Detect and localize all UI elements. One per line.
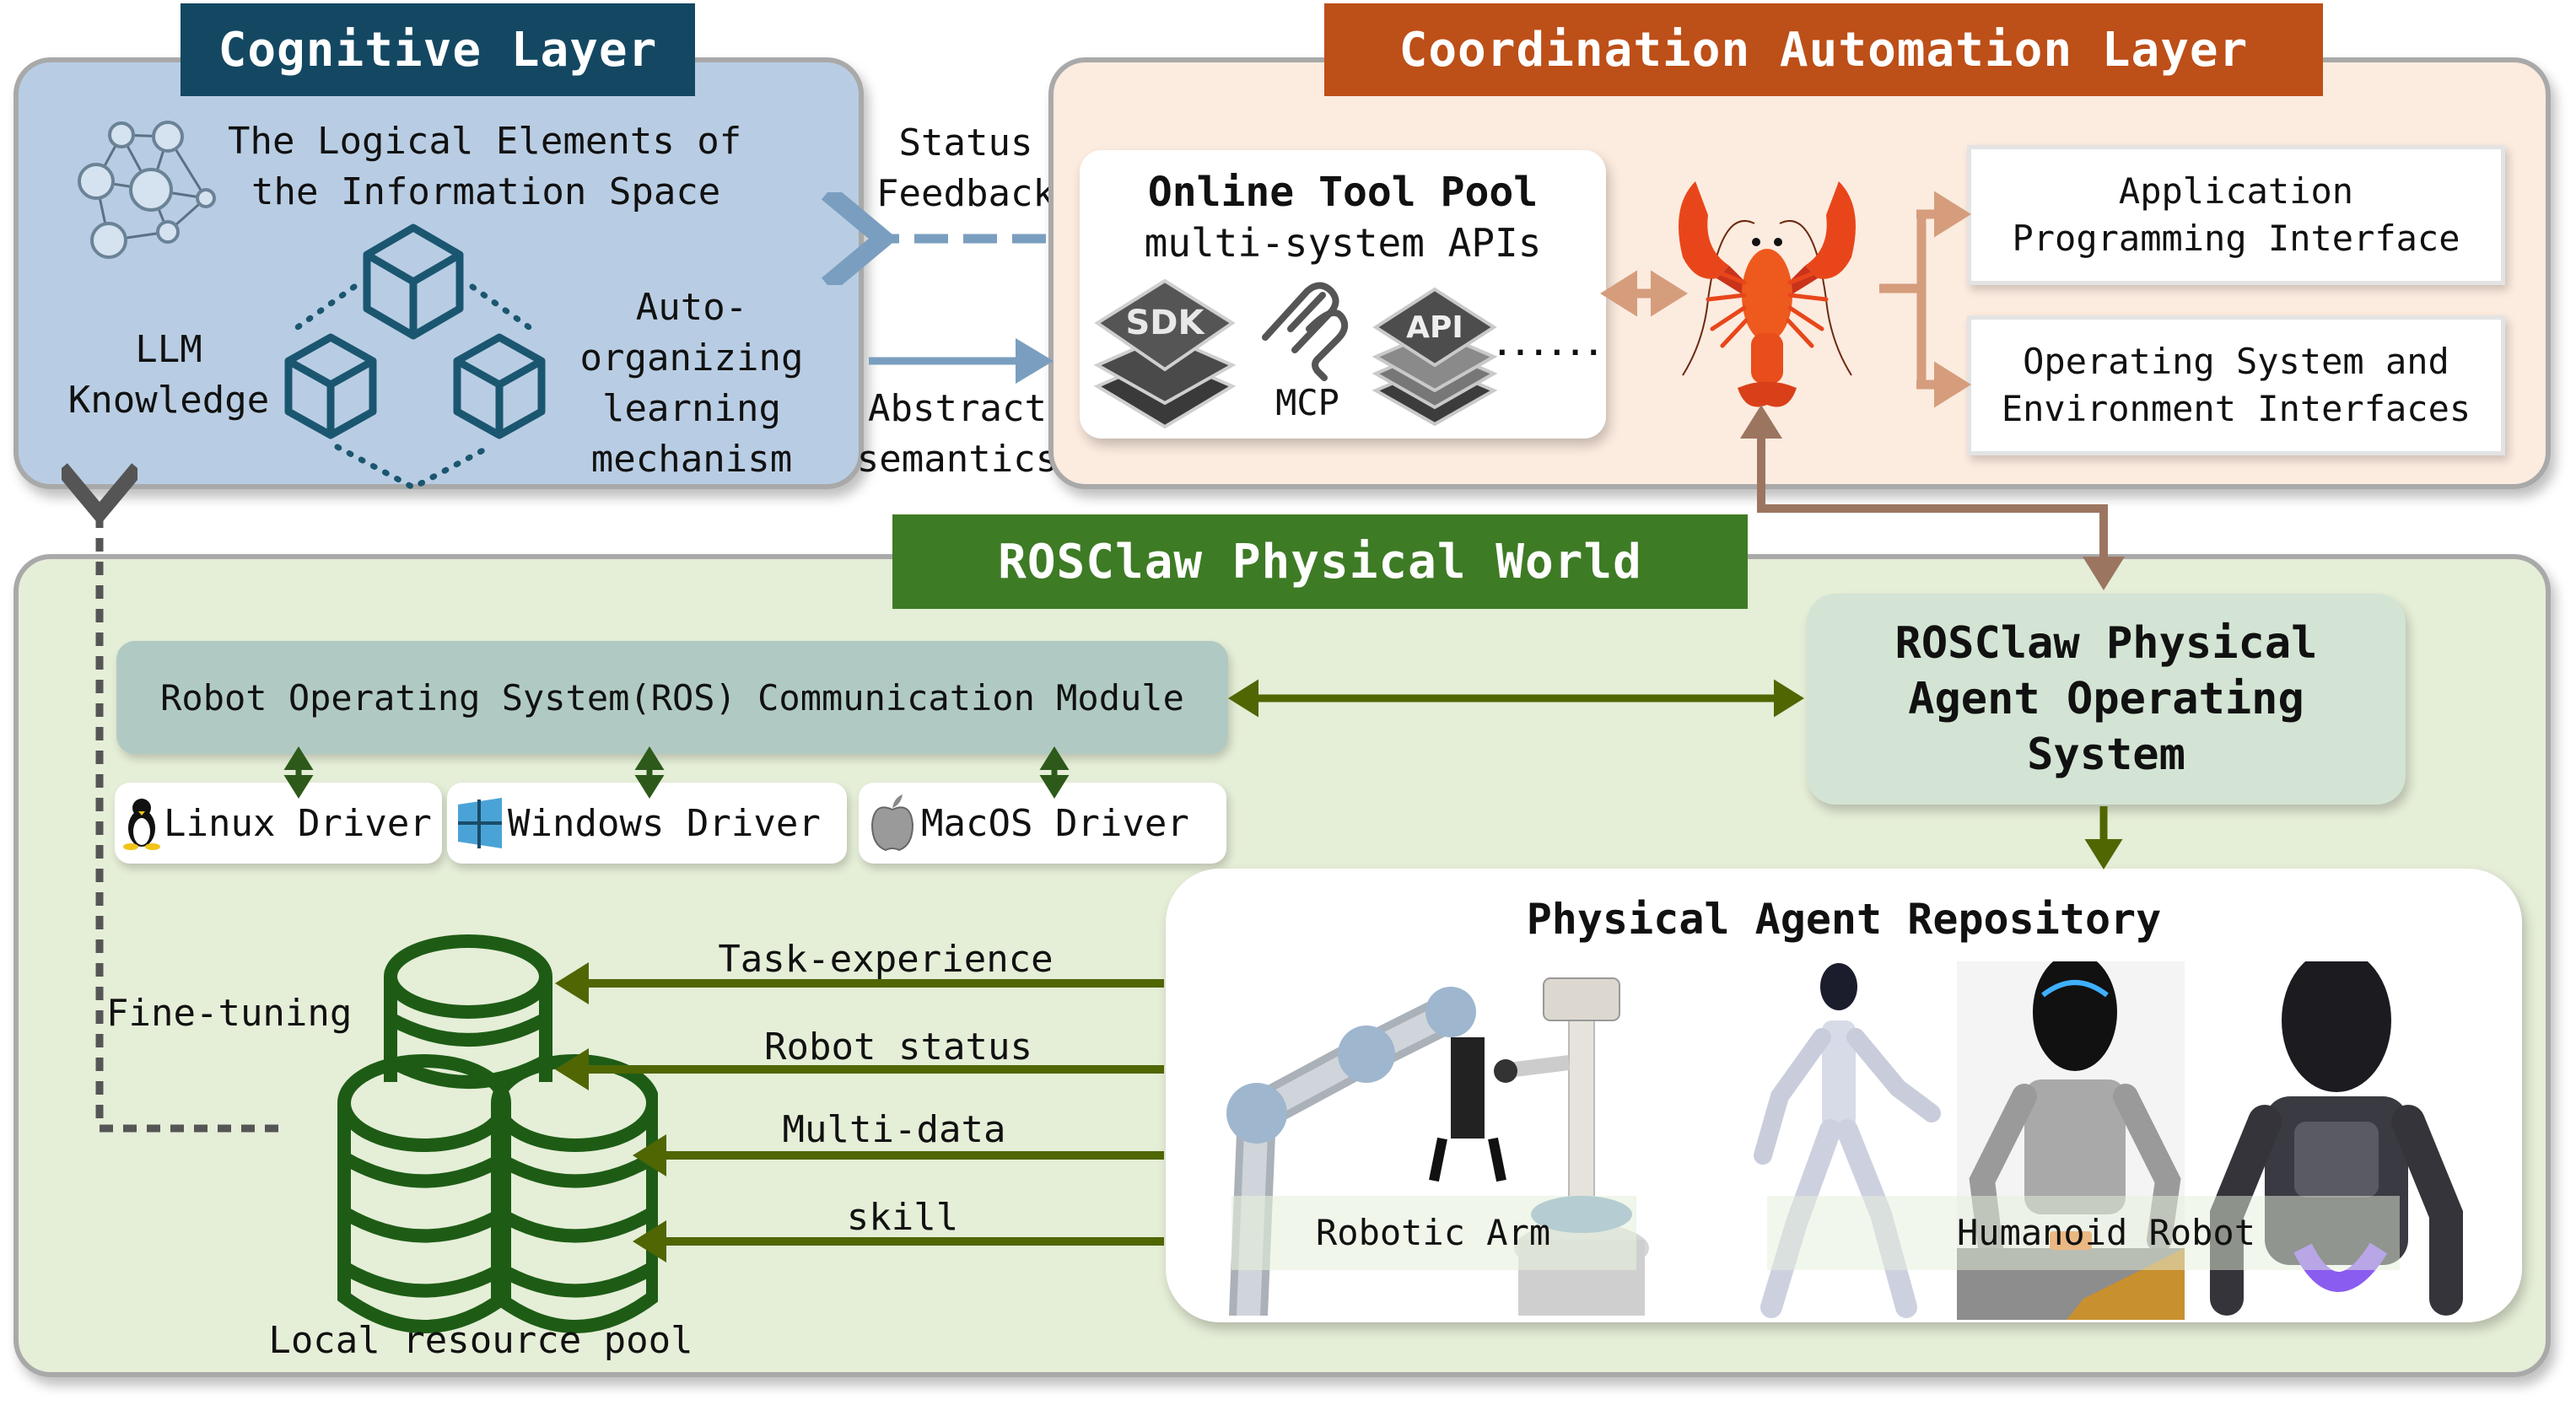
network-graph-icon [78, 121, 216, 259]
cube-cluster-icon [284, 223, 546, 489]
auto-organizing-label: Auto- organizing learning mechanism [579, 286, 804, 481]
humanoid-robot-label: Humanoid Robot [1957, 1212, 2256, 1253]
flow-label-task-experience: Task-experience [718, 938, 1054, 981]
ros-module-label: Robot Operating System(ROS) Communicatio… [160, 676, 1184, 719]
linux-driver: Linux Driver [115, 783, 442, 864]
physical-world-header: ROSClaw Physical World [892, 514, 1748, 609]
lobster-icon [1679, 181, 1856, 407]
windows-logo-icon [454, 793, 506, 853]
mcp-icon [1262, 282, 1349, 381]
mcp-label: MCP [1275, 382, 1339, 423]
status-feedback-label: Status Feedback [876, 121, 1055, 215]
windows-driver: Windows Driver [447, 783, 847, 864]
robotic-arm-label-band [1231, 1196, 1636, 1270]
more-tools-ellipsis: ...... [1493, 328, 1603, 363]
humanoid-label-band [1767, 1196, 2400, 1270]
cognitive-layer-header: Cognitive Layer [181, 3, 695, 96]
local-resource-pool-icon [337, 934, 658, 1333]
robotic-arm-label: Robotic Arm [1316, 1212, 1551, 1253]
linux-penguin-icon [121, 793, 162, 853]
os-environment-interface-box: Operating System and Environment Interfa… [1967, 315, 2505, 455]
apple-logo-icon [865, 793, 919, 853]
coordination-layer-header: Coordination Automation Layer [1324, 3, 2323, 96]
agent-operating-system-box: ROSClaw Physical Agent Operating System [1807, 594, 2406, 805]
api-text: API [1406, 310, 1463, 345]
macos-driver: MacOS Driver [859, 783, 1226, 864]
flow-label-multi-data: Multi-data [782, 1108, 1006, 1151]
tool-pool-title: Online Tool Pool [1147, 169, 1539, 216]
api-interface-box: Application Programming Interface [1967, 145, 2505, 285]
sdk-text: SDK [1125, 304, 1205, 342]
llm-knowledge-label: LLM Knowledge [67, 328, 270, 422]
tool-pool-subtitle: multi-system APIs [1144, 220, 1542, 266]
ros-communication-module: Robot Operating System(ROS) Communicatio… [116, 641, 1228, 754]
abstract-semantics-label: Abstract semantics [856, 387, 1059, 481]
sdk-icon: SDK [1093, 278, 1237, 428]
repository-title: Physical Agent Repository [1526, 895, 2162, 944]
flow-label-skill: skill [846, 1196, 959, 1239]
info-space-title: The Logical Elements of the Information … [228, 120, 742, 213]
api-icon: API [1372, 287, 1498, 427]
flow-label-robot-status: Robot status [764, 1025, 1032, 1069]
local-resource-pool-label: Local resource pool [268, 1319, 693, 1362]
